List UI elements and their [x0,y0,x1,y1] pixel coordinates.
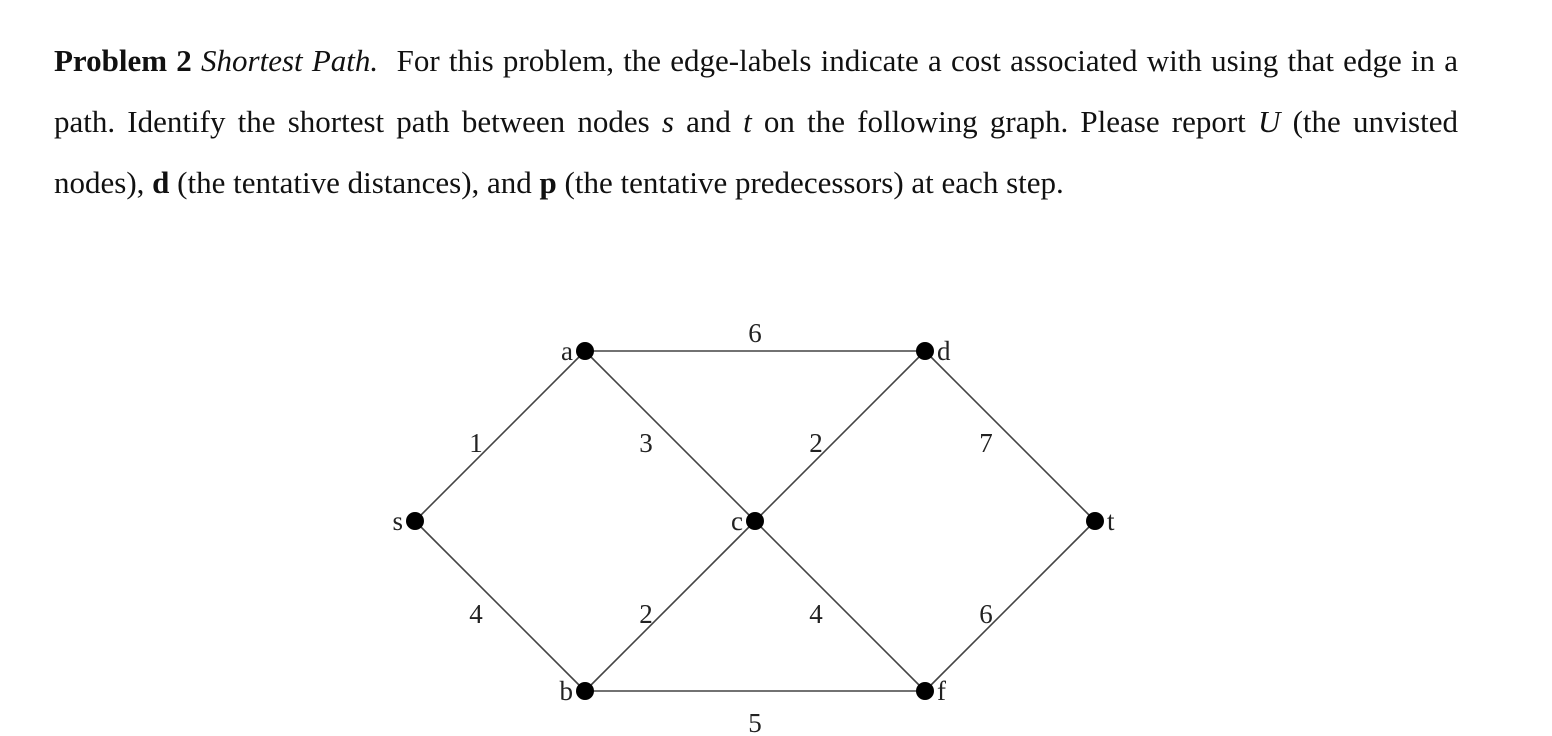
node-labels-layer: s a b c d f t [392,336,1115,706]
node-d [916,342,934,360]
node-b [576,682,594,700]
edge-b-c [584,520,756,692]
edge-weight-b-f: 5 [748,708,762,736]
problem-text-3: on the following graph. Please report [751,104,1258,139]
edges-layer [414,350,1096,692]
edge-weight-c-f: 4 [809,599,823,629]
problem-text-5: (the tentative distances), and [169,165,540,200]
edge-s-a [414,350,586,522]
edge-weight-a-c: 3 [639,428,653,458]
edge-c-d [754,350,926,522]
node-c [746,512,764,530]
node-label-s: s [392,506,403,536]
edge-a-c [584,350,756,522]
node-label-f: f [937,676,946,706]
node-label-d: d [937,336,951,366]
edge-d-t [924,350,1096,522]
node-t [1086,512,1104,530]
problem-text-2: and [673,104,744,139]
edge-weight-d-t: 7 [979,428,993,458]
node-label-b: b [560,676,574,706]
var-p: p [539,165,557,200]
problem-text-6: (the tentative predecessors) at each ste… [556,165,1064,200]
edge-f-t [924,520,1096,692]
edge-weight-a-d: 6 [748,318,762,348]
edge-weight-s-a: 1 [469,428,483,458]
node-f [916,682,934,700]
node-label-c: c [731,506,743,536]
node-label-t: t [1107,506,1115,536]
edge-c-f [754,520,926,692]
problem-title: Shortest Path. [201,43,379,78]
node-label-a: a [561,336,573,366]
var-d: d [152,165,170,200]
var-s: s [661,104,674,139]
problem-number: Problem 2 [54,43,192,78]
edge-weight-s-b: 4 [469,599,483,629]
edge-weight-f-t: 6 [979,599,993,629]
var-t: t [743,104,752,139]
problem-text-1: For this problem, the edge-labels indica… [54,43,1459,139]
node-a [576,342,594,360]
var-U: U [1257,104,1281,139]
edge-labels-layer: 1 4 3 6 2 5 2 4 7 6 [469,318,993,736]
node-s [406,512,424,530]
edge-weight-c-d: 2 [809,428,823,458]
problem-text-4: (the unvisted nodes), [54,104,1458,200]
edge-s-b [414,520,586,692]
nodes-layer [406,342,1104,700]
edge-weight-b-c: 2 [639,599,653,629]
problem-statement: Problem 2 Shortest Path. For this proble… [54,30,1458,213]
